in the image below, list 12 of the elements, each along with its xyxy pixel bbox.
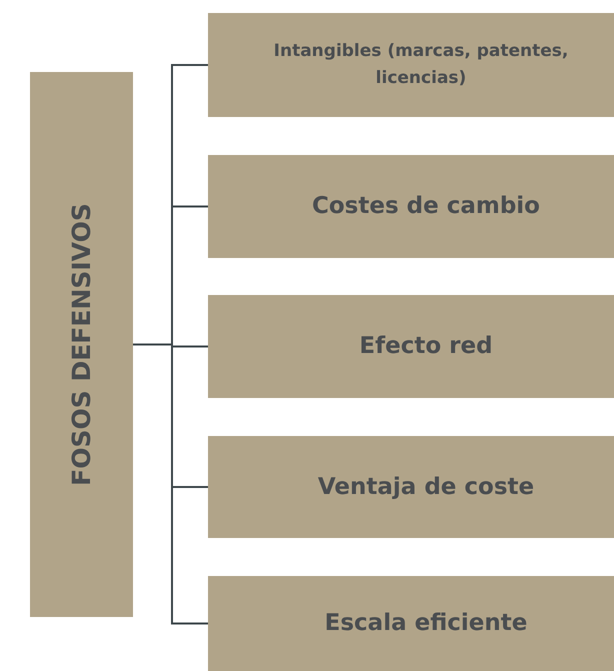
category-label: FOSOS DEFENSIVOS [67, 203, 96, 486]
item-box [208, 436, 614, 538]
item-box [208, 576, 614, 671]
item-label: Efecto red [359, 332, 493, 362]
item-box [208, 155, 614, 258]
item-label: Costes de cambio [312, 192, 540, 222]
item-label: Intangibles (marcas, patentes, licencias) [272, 40, 570, 90]
category-box [30, 72, 133, 617]
item-label: Escala eficiente [324, 609, 528, 638]
item-box [208, 13, 614, 117]
item-label: Ventaja de coste [318, 472, 534, 502]
item-box [208, 295, 614, 398]
